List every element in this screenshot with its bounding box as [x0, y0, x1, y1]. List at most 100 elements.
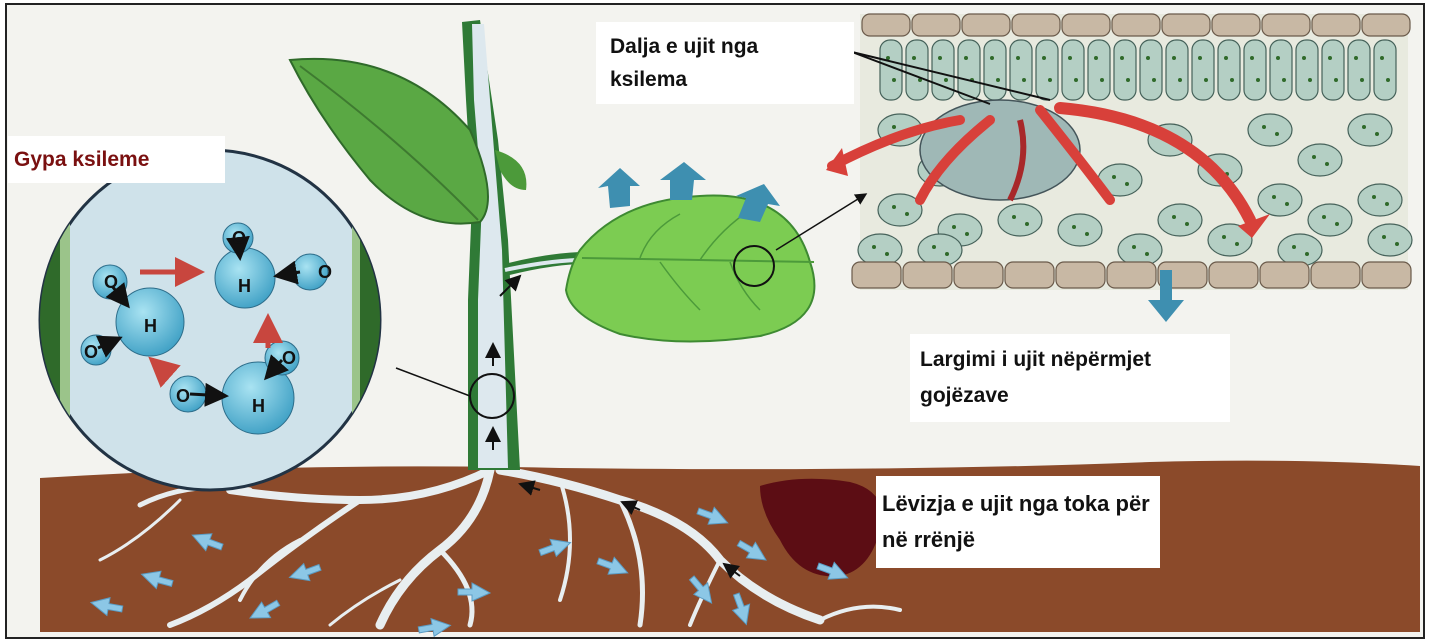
- chloroplast: [1132, 245, 1136, 249]
- chloroplast: [1230, 78, 1234, 82]
- atom-o: O: [232, 228, 246, 248]
- chloroplast: [1094, 56, 1098, 60]
- palisade-cell: [1218, 40, 1240, 100]
- chloroplast: [1375, 132, 1379, 136]
- chloroplast: [1125, 182, 1129, 186]
- label-soil-to-root-text: Lëvizja e ujit nga toka për në rrënjë: [882, 491, 1150, 552]
- chloroplast: [1016, 56, 1020, 60]
- chloroplast: [945, 252, 949, 256]
- epidermis-cell: [1162, 14, 1210, 36]
- chloroplast: [1302, 56, 1306, 60]
- palisade-cell: [984, 40, 1006, 100]
- chloroplast: [1385, 202, 1389, 206]
- palisade-cell: [1036, 40, 1058, 100]
- chloroplast: [1146, 56, 1150, 60]
- chloroplast: [872, 245, 876, 249]
- chloroplast: [1308, 78, 1312, 82]
- chloroplast: [1372, 195, 1376, 199]
- label-water-exit-xylem: Dalja e ujit nga ksilema: [596, 22, 854, 104]
- chloroplast: [1068, 56, 1072, 60]
- chloroplast: [1305, 252, 1309, 256]
- epidermis-cell: [1112, 14, 1160, 36]
- palisade-cell: [1348, 40, 1370, 100]
- chloroplast: [1282, 78, 1286, 82]
- label-xylem-vessel: Gypa ksileme: [8, 136, 225, 183]
- atom-h: H: [238, 276, 251, 296]
- spongy-cell: [1308, 204, 1352, 236]
- epidermis-cell: [1362, 262, 1411, 288]
- chloroplast: [1085, 232, 1089, 236]
- chloroplast: [1395, 242, 1399, 246]
- chloroplast: [1292, 245, 1296, 249]
- label-water-exit-stomata: Largimi i ujit nëpërmjet gojëzave: [910, 334, 1230, 422]
- epidermis-cell: [1362, 14, 1410, 36]
- epidermis-cell: [1056, 262, 1105, 288]
- chloroplast: [892, 205, 896, 209]
- spongy-cell: [918, 234, 962, 266]
- chloroplast: [938, 56, 942, 60]
- chloroplast: [1100, 78, 1104, 82]
- palisade-cell: [1244, 40, 1266, 100]
- chloroplast: [1112, 175, 1116, 179]
- chloroplast: [965, 232, 969, 236]
- chloroplast: [1198, 56, 1202, 60]
- chloroplast: [1360, 78, 1364, 82]
- label-xylem-vessel-text: Gypa ksileme: [14, 148, 149, 171]
- chloroplast: [964, 56, 968, 60]
- chloroplast: [1382, 235, 1386, 239]
- atom-h: H: [252, 396, 265, 416]
- chloroplast: [912, 56, 916, 60]
- chloroplast: [1276, 56, 1280, 60]
- palisade-cell: [932, 40, 954, 100]
- chloroplast: [1335, 222, 1339, 226]
- chloroplast: [1354, 56, 1358, 60]
- chloroplast: [1235, 242, 1239, 246]
- chloroplast: [1048, 78, 1052, 82]
- epidermis-cell: [1262, 14, 1310, 36]
- chloroplast: [1012, 215, 1016, 219]
- chloroplast: [1126, 78, 1130, 82]
- epidermis-cell: [1311, 262, 1360, 288]
- atom-o: O: [282, 348, 296, 368]
- atom-o: O: [84, 342, 98, 362]
- chloroplast: [944, 78, 948, 82]
- spongy-cell: [1368, 224, 1412, 256]
- palisade-cell: [1192, 40, 1214, 100]
- epidermis-cell: [1260, 262, 1309, 288]
- chloroplast: [1145, 252, 1149, 256]
- chloroplast: [1222, 235, 1226, 239]
- chloroplast: [1272, 195, 1276, 199]
- spongy-cell: [998, 204, 1042, 236]
- atom-o: O: [104, 272, 118, 292]
- chloroplast: [1328, 56, 1332, 60]
- chloroplast: [1325, 162, 1329, 166]
- epidermis-cell: [1312, 14, 1360, 36]
- label-water-exit-xylem-text: Dalja e ujit nga ksilema: [610, 35, 758, 91]
- epidermis-cell: [1012, 14, 1060, 36]
- upper-epidermis: [862, 14, 1410, 36]
- chloroplast: [1250, 56, 1254, 60]
- leaf-cross-section: [826, 14, 1412, 322]
- epidermis-cell: [912, 14, 960, 36]
- spongy-cell: [858, 234, 902, 266]
- atom-o: O: [318, 262, 332, 282]
- chloroplast: [1322, 215, 1326, 219]
- epidermis-cell: [1209, 262, 1258, 288]
- chloroplast: [1224, 56, 1228, 60]
- chloroplast: [1178, 78, 1182, 82]
- epidermis-cell: [1107, 262, 1156, 288]
- palisade-cell: [1088, 40, 1110, 100]
- chloroplast: [990, 56, 994, 60]
- chloroplast: [892, 125, 896, 129]
- spongy-cell: [1258, 184, 1302, 216]
- palisade-cell: [1140, 40, 1162, 100]
- chloroplast: [1042, 56, 1046, 60]
- lower-epidermis: [852, 262, 1411, 288]
- chloroplast: [1152, 78, 1156, 82]
- chloroplast: [905, 212, 909, 216]
- chloroplast: [1072, 225, 1076, 229]
- chloroplast: [1074, 78, 1078, 82]
- chloroplast: [1172, 56, 1176, 60]
- epidermis-cell: [1062, 14, 1110, 36]
